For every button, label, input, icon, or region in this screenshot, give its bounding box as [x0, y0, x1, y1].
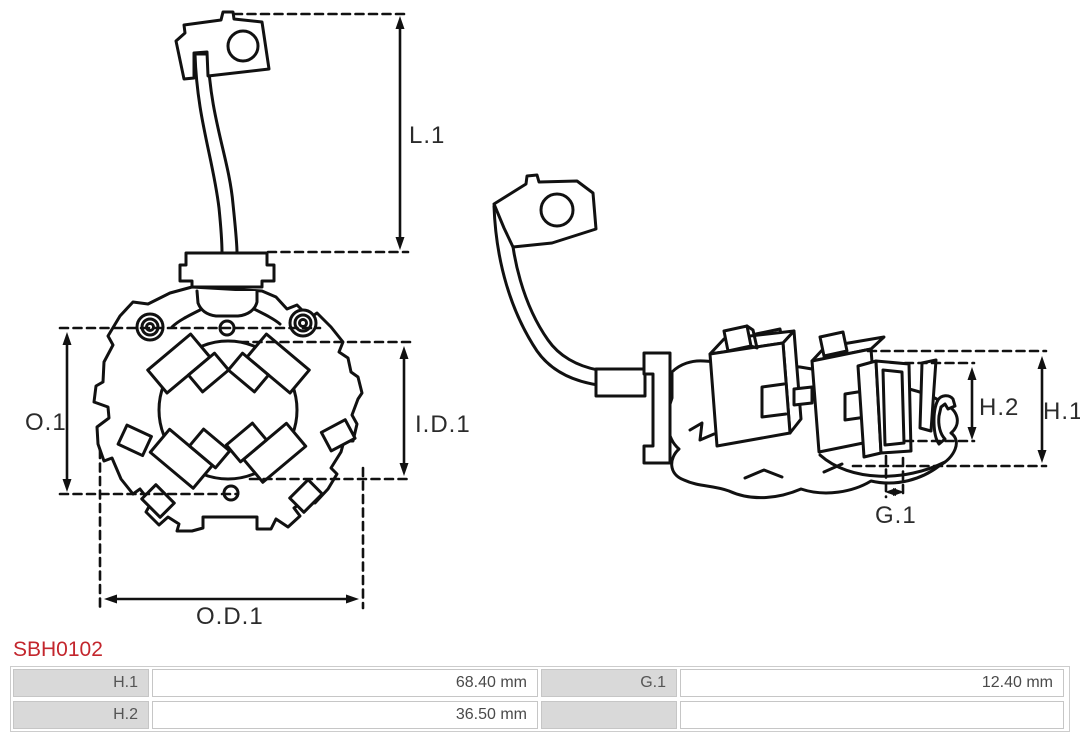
dim-label-l1: L.1	[409, 122, 445, 149]
spec-table: H.1 68.40 mm G.1 12.40 mm H.2 36.50 mm	[10, 666, 1070, 732]
spec-value-empty	[680, 701, 1064, 729]
left-terminal-hole	[226, 29, 260, 63]
od1-arrow-head-right	[346, 594, 359, 604]
right-body-detail-3	[822, 462, 844, 474]
right-body-detail-2	[743, 468, 784, 480]
dim-label-id1: I.D.1	[415, 411, 471, 438]
right-wire-ferrule	[594, 367, 647, 398]
left-rim-tab-bottom-left	[140, 483, 176, 519]
left-lead-wire	[193, 52, 239, 255]
l1-arrow-head-bottom	[395, 237, 405, 250]
left-screw-boss-left	[135, 312, 165, 342]
spec-dim-h1: H.1	[13, 669, 149, 697]
left-rim-tab-right	[319, 418, 357, 453]
right-mounting-flange	[642, 351, 672, 465]
id1-arrow-head-bottom	[399, 463, 409, 476]
g1-arrow-head-right	[893, 488, 904, 496]
left-brush-block	[178, 251, 276, 289]
left-screw-boss-right	[288, 308, 318, 338]
right-brush-box-1	[708, 324, 803, 448]
spec-value-h1: 68.40 mm	[152, 669, 538, 697]
left-brush-lower-left	[148, 427, 232, 490]
left-plate-recess	[195, 289, 259, 318]
right-measured-brush	[856, 359, 913, 459]
brush-holder-technical-drawing: L.1 O.1 I.D.1 O.D.1 H.2 H.1 G.1	[25, 10, 1080, 630]
spec-value-g1: 12.40 mm	[680, 669, 1064, 697]
part-number-title: SBH0102	[13, 638, 103, 661]
right-side-panel	[918, 358, 938, 433]
dim-label-g1: G.1	[875, 502, 917, 529]
right-isometric-view	[492, 173, 959, 500]
right-body-detail-1	[688, 421, 716, 442]
left-brush-upper-right	[226, 332, 311, 395]
dim-label-h1: H.1	[1043, 398, 1080, 425]
left-brush-lower-right	[224, 421, 308, 484]
od1-arrow-head-left	[104, 594, 117, 604]
right-terminal-hole	[539, 192, 575, 228]
left-collar-line-left	[170, 308, 202, 329]
left-rim-tab-bottom-right	[288, 478, 324, 514]
dimension-annotations: L.1 O.1 I.D.1 O.D.1 H.2 H.1 G.1	[25, 12, 1080, 630]
h2-arrow-head-bottom	[967, 427, 977, 440]
dim-label-h2: H.2	[979, 394, 1019, 421]
dim-label-o1: O.1	[25, 409, 67, 436]
l1-arrow-head-top	[395, 16, 405, 29]
spec-dim-empty	[541, 701, 677, 729]
o1-arrow-head-bottom	[62, 479, 72, 492]
h2-arrow-head-top	[967, 367, 977, 380]
extension-lines	[58, 12, 1048, 610]
dim-label-od1: O.D.1	[196, 603, 264, 630]
right-rim-hook	[932, 394, 957, 446]
id1-arrow-head-top	[399, 346, 409, 359]
o1-arrow-head-top	[62, 332, 72, 345]
right-body-sweep-line	[818, 453, 947, 478]
dimension-label-texts: L.1 O.1 I.D.1 O.D.1 H.2 H.1 G.1	[25, 122, 1080, 630]
right-box-bridge	[792, 385, 814, 407]
dimension-arrows	[62, 16, 1047, 604]
h1-arrow-head-bottom	[1037, 450, 1047, 463]
left-front-view	[92, 10, 364, 533]
spec-dim-g1: G.1	[541, 669, 677, 697]
left-brush-upper-left	[146, 332, 231, 395]
left-collar-line-right	[252, 307, 282, 326]
spec-dim-h2: H.2	[13, 701, 149, 729]
spec-value-h2: 36.50 mm	[152, 701, 538, 729]
h1-arrow-head-top	[1037, 356, 1047, 369]
left-rim-tab-left	[116, 423, 153, 458]
